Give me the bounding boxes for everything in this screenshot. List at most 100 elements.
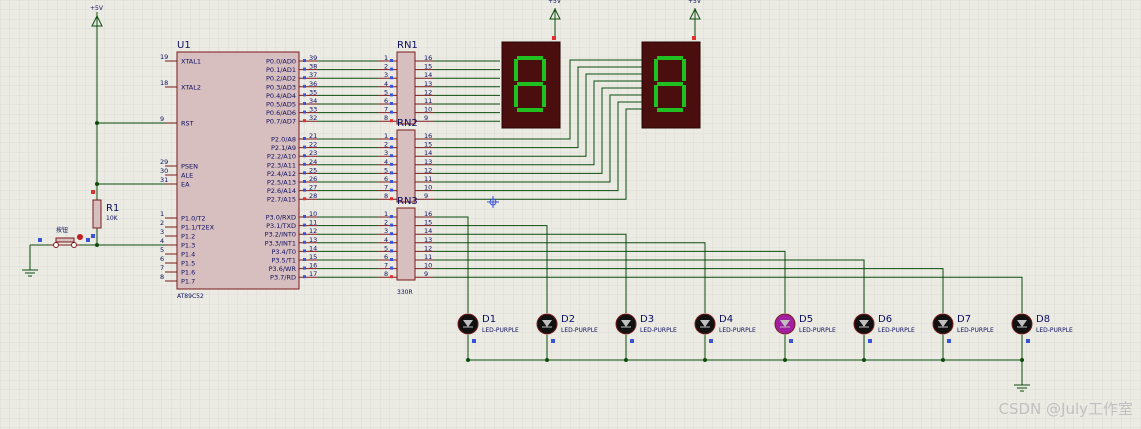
mcu-pin-5[interactable]: 5P1.4 xyxy=(160,246,195,259)
pin-number: 15 xyxy=(309,253,317,261)
vcc-symbol-display1[interactable]: +5V xyxy=(548,0,562,40)
rn-pin: 5 xyxy=(384,166,388,174)
pin-name: P0.4/AD4 xyxy=(266,92,296,100)
seven-segment-display-2[interactable]: 8 xyxy=(641,36,701,129)
rn-pin: 14 xyxy=(424,149,432,157)
pin-number: 36 xyxy=(309,80,317,88)
reset-button[interactable]: 按钮 xyxy=(38,226,90,248)
mcu-ref: U1 xyxy=(177,40,191,51)
rn-pin: 8 xyxy=(384,192,388,200)
pin-number: 14 xyxy=(309,244,317,252)
probe-crosshair-icon[interactable] xyxy=(487,196,499,208)
rn-ref: RN3 xyxy=(397,196,418,207)
rn-pin: 3 xyxy=(384,227,388,235)
pin-name: P3.4/T0 xyxy=(271,248,296,256)
mcu-body[interactable] xyxy=(176,51,300,290)
mcu-pin-3[interactable]: 3P1.2 xyxy=(160,228,195,241)
pin-name: P1.4 xyxy=(181,251,195,259)
pin-name: P2.1/A9 xyxy=(271,144,296,152)
mcu-pin-8[interactable]: 8P1.7 xyxy=(160,273,195,286)
pin-number: 29 xyxy=(160,158,168,166)
pin-number: 8 xyxy=(160,273,164,281)
rn-ref: RN2 xyxy=(397,118,418,129)
resistor-r1[interactable]: R1 10K xyxy=(91,190,119,238)
pin-number: 21 xyxy=(309,132,317,140)
segment xyxy=(542,85,546,107)
segment xyxy=(517,82,543,86)
vcc-symbol-display2[interactable]: +5V xyxy=(688,0,702,40)
segment xyxy=(682,85,686,107)
pin-name: P1.3 xyxy=(181,242,195,250)
vcc-symbol-u1[interactable]: +5V xyxy=(90,5,104,30)
pin-number: 31 xyxy=(160,176,168,184)
mcu-part: AT89C52 xyxy=(177,293,204,300)
rn-pin: 6 xyxy=(384,253,388,261)
led-part: LED-PURPLE xyxy=(799,327,836,334)
rn-ref: RN1 xyxy=(397,40,418,51)
mcu-pin-4[interactable]: 4P1.3 xyxy=(160,237,195,250)
pin-name: P0.2/AD2 xyxy=(266,75,296,83)
mcu-pin-2[interactable]: 2P1.1/T2EX xyxy=(160,219,215,232)
pin-name: EA xyxy=(181,181,190,189)
mcu-pin-6[interactable]: 6P1.5 xyxy=(160,255,195,268)
seven-segment-display-1[interactable]: 8 xyxy=(501,36,561,129)
led-ref: D6 xyxy=(878,314,892,325)
mcu-pin-7[interactable]: 7P1.6 xyxy=(160,264,195,277)
rn-pin: 13 xyxy=(424,80,432,88)
led-part: LED-PURPLE xyxy=(561,327,598,334)
rn-pin: 8 xyxy=(384,270,388,278)
pin-name: P1.7 xyxy=(181,278,195,286)
segment xyxy=(514,85,518,107)
rn-pin: 15 xyxy=(424,219,432,227)
pin-number: 10 xyxy=(309,210,317,218)
rn-pin: 4 xyxy=(384,80,388,88)
pin-name: P3.5/T1 xyxy=(271,257,296,265)
pin-number: 39 xyxy=(309,54,317,62)
mcu-pin-1[interactable]: 1P1.0/T2 xyxy=(160,210,206,223)
rn-pin: 12 xyxy=(424,244,432,252)
